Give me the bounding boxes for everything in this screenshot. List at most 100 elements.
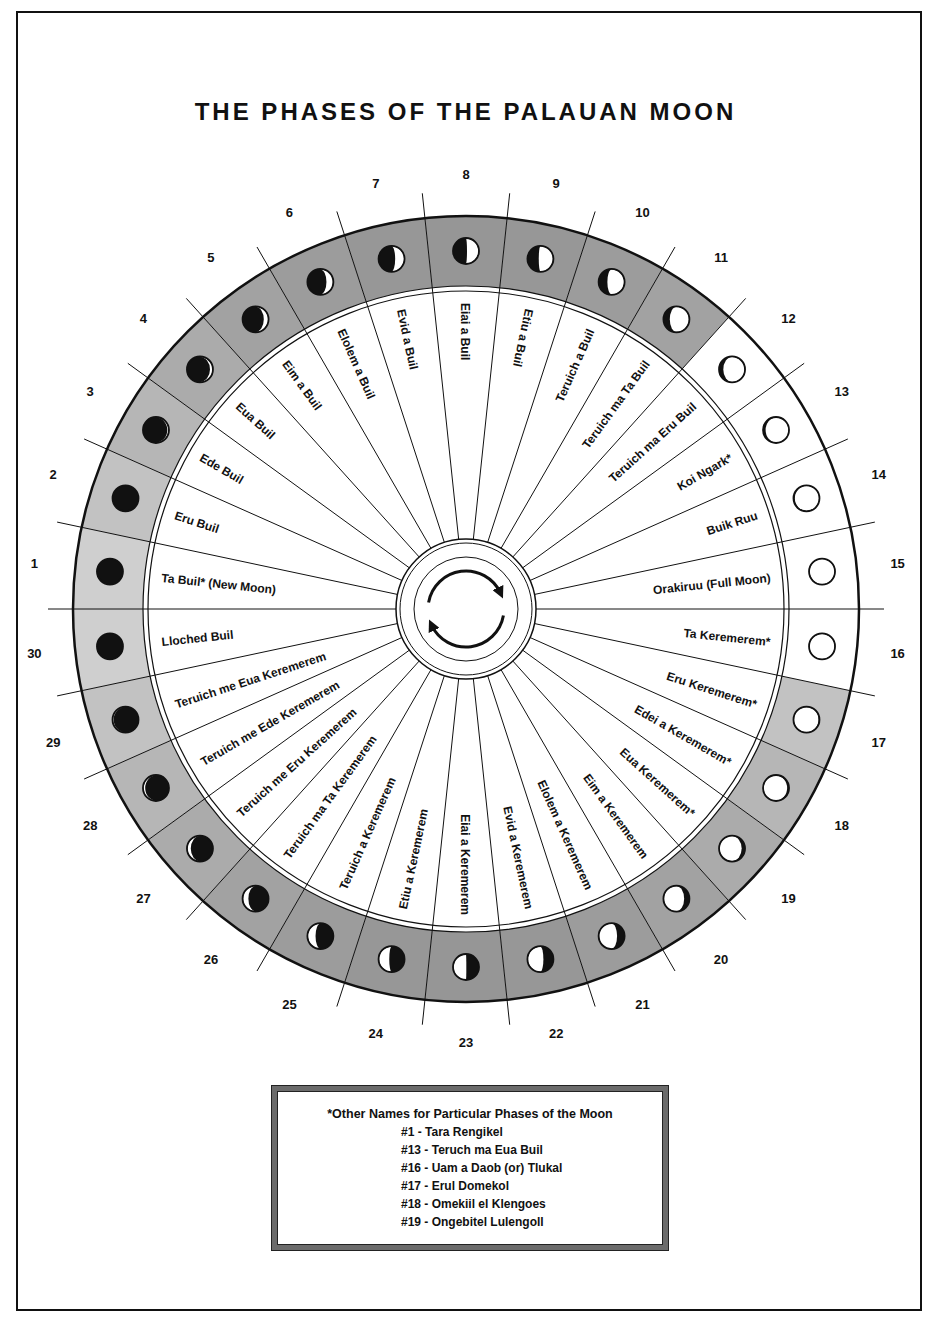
moon-outline <box>763 417 789 443</box>
phase-name: Koi Ngark* <box>674 449 736 495</box>
segment-divider <box>513 298 746 557</box>
phase-wedge: Elolem a Buil <box>331 320 439 532</box>
moon-dark-disk <box>307 269 333 295</box>
phase-number: 16 <box>880 645 916 663</box>
moon-icon <box>599 269 625 295</box>
moon-dark-disk <box>307 923 333 949</box>
phase-name: Eua Buil <box>232 398 280 444</box>
segment-divider <box>488 676 596 1007</box>
phase-wedge: Eua Buil <box>228 394 407 557</box>
moon-icon <box>187 836 213 862</box>
phase-number: 15 <box>880 555 916 573</box>
phase-wedge: Lloched Buil <box>155 609 380 650</box>
phase-number: 20 <box>703 951 739 969</box>
hub-core <box>414 557 518 661</box>
notes-box: *Other Names for Particular Phases of th… <box>272 1086 668 1250</box>
notes-entry: #19 - Ongebitel Lulengoll <box>401 1213 651 1231</box>
phase-wedge: Orakiruu (Full Moon) <box>553 567 778 608</box>
moon-dark-disk <box>187 836 213 862</box>
segment-divider <box>48 609 396 610</box>
moon-icon <box>809 633 835 659</box>
phase-number: 22 <box>538 1025 574 1043</box>
phase-number: 18 <box>824 817 860 835</box>
phase-wedge: Elolem a Keremerem <box>494 686 602 898</box>
phase-number: 7 <box>358 175 394 193</box>
phase-name: Evid a Buil <box>393 308 423 372</box>
segment-divider <box>530 439 848 581</box>
moon-icon <box>113 485 139 511</box>
moon-icon <box>307 923 333 949</box>
moon-icon <box>527 946 553 972</box>
phase-wedge: Eiai a Buil <box>457 297 475 521</box>
moon-dark-disk <box>453 954 479 980</box>
segment-divider <box>186 298 419 557</box>
notes-entry: #13 - Teruch ma Eua Buil <box>401 1141 651 1159</box>
phase-name: Ta Buil* (New Moon) <box>161 569 277 599</box>
moon-icon <box>187 356 213 382</box>
moon-icon <box>663 886 689 912</box>
moon-dark-disk <box>663 306 689 332</box>
moon-dark-disk <box>243 306 269 332</box>
moon-outline <box>719 356 745 382</box>
moon-outline <box>307 923 333 949</box>
moon-icon <box>793 707 819 733</box>
moon-dark-disk <box>527 946 553 972</box>
moon-icon <box>527 246 553 272</box>
phase-name: Eru Buil <box>172 507 221 538</box>
phase-number: 11 <box>703 249 739 267</box>
segment-divider <box>257 247 431 548</box>
phase-wedge: Eiai a Keremerem <box>457 697 475 921</box>
moon-outline <box>527 946 553 972</box>
notes-entry: #1 - Tara Rengikel <box>401 1123 651 1141</box>
cycle-arrow <box>432 616 504 647</box>
moon-dark-disk <box>379 246 405 272</box>
phase-number: 24 <box>358 1025 394 1043</box>
segment-divider <box>530 637 848 779</box>
phase-name: Eiai a Keremerem <box>456 814 474 915</box>
moon-icon <box>719 356 745 382</box>
moon-outline <box>453 954 479 980</box>
ring-segment <box>761 449 850 542</box>
phase-wedge: Etiu a Buil <box>475 302 539 525</box>
phase-name: Teruich a Buil <box>551 326 599 405</box>
moon-dark-disk <box>143 417 169 443</box>
phase-number: 2 <box>35 466 71 484</box>
moon-outline <box>453 238 479 264</box>
phase-number: 14 <box>861 466 897 484</box>
moon-icon <box>599 923 625 949</box>
moon-outline <box>143 775 169 801</box>
moon-outline <box>113 485 139 511</box>
wheel <box>48 193 884 1024</box>
moon-outline <box>97 633 123 659</box>
phase-number: 1 <box>16 555 52 573</box>
segment-divider <box>501 247 675 548</box>
hub-outer <box>396 539 536 679</box>
cycle-arrow <box>429 571 501 602</box>
moon-outline <box>187 356 213 382</box>
moon-icon <box>243 306 269 332</box>
phase-name: Elolem a Buil <box>332 326 379 402</box>
moon-outline <box>793 485 819 511</box>
phase-name: Teruich me Eru Keremerem <box>233 704 361 822</box>
moon-dark-disk <box>793 485 819 511</box>
phase-name: Eiai a Buil <box>456 303 474 360</box>
moon-lit-part <box>810 634 835 659</box>
moon-outline <box>143 417 169 443</box>
segment-divider <box>422 679 458 1025</box>
moon-dark-disk <box>243 886 269 912</box>
phase-wedge: Eim a Buil <box>275 351 421 543</box>
moon-icon <box>453 238 479 264</box>
segment-divider <box>513 661 746 920</box>
phase-number: 12 <box>771 310 807 328</box>
segment-divider <box>473 193 509 539</box>
moon-icon <box>793 485 819 511</box>
moon-outline <box>243 306 269 332</box>
moon-outline <box>763 775 789 801</box>
phase-number: 17 <box>861 734 897 752</box>
moon-dark-disk <box>809 559 835 585</box>
moon-dark-disk <box>599 269 625 295</box>
moon-outline <box>793 707 819 733</box>
phase-number: 21 <box>625 996 661 1014</box>
moon-icon <box>97 559 123 585</box>
